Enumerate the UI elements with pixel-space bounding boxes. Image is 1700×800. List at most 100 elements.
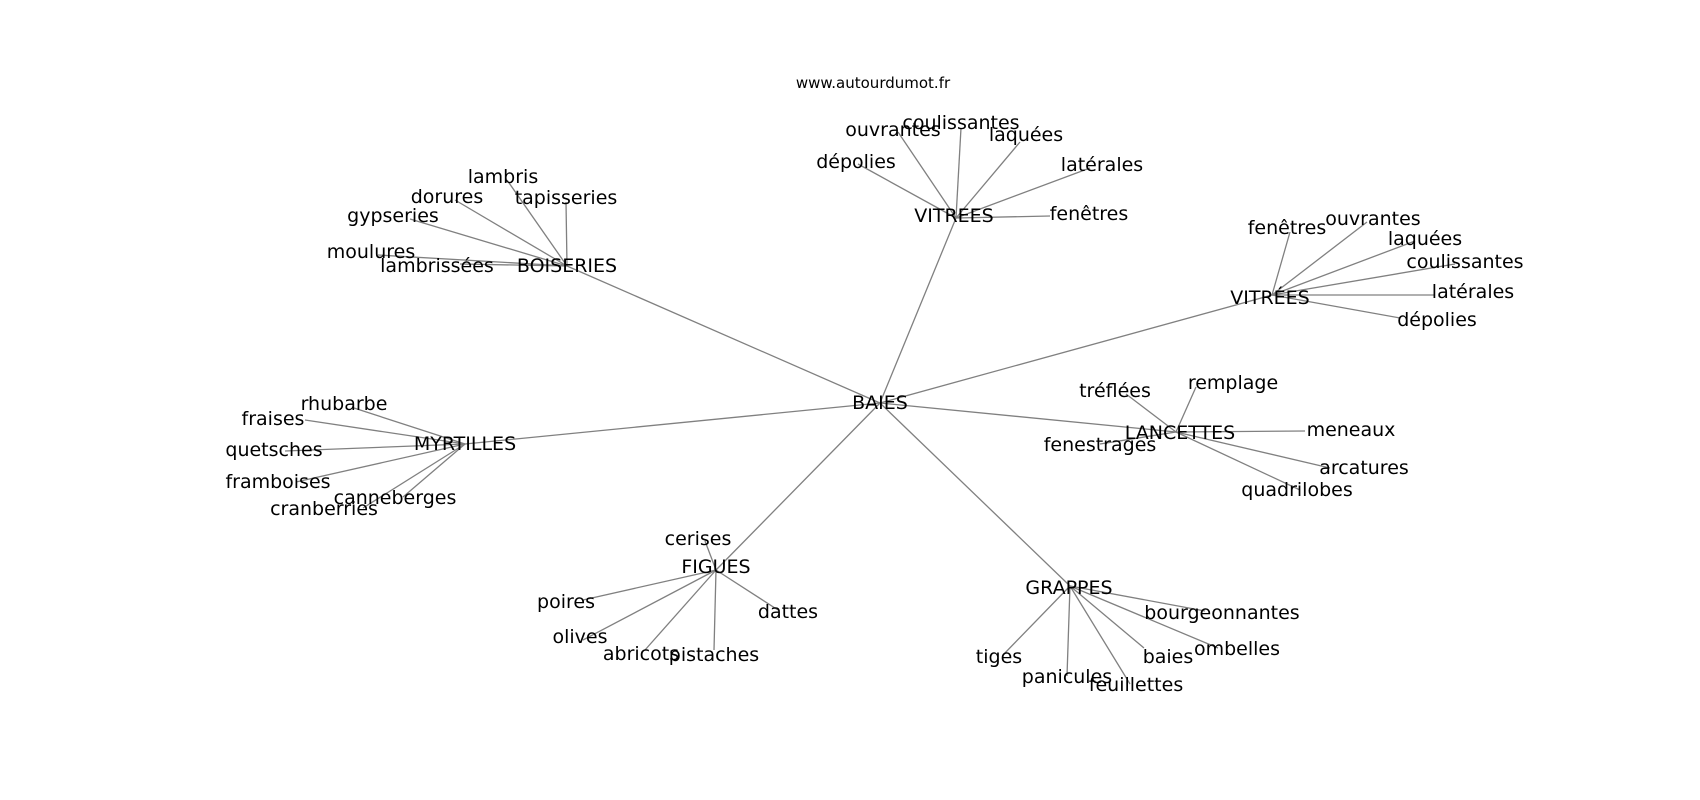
edge-vitrees-2-word: [1271, 221, 1368, 296]
graph-edges: [284, 127, 1456, 685]
edge-vitrees-2-word: [1271, 263, 1456, 296]
word-node-lancettes: tréflées: [1079, 380, 1151, 402]
word-node-myrtilles: canneberges: [334, 487, 457, 509]
word-node-vitrees-1: laquées: [989, 124, 1063, 146]
hub-node-figues: FIGUES: [681, 556, 750, 578]
edge-lancettes-word: [1125, 393, 1177, 433]
edge-vitrees-1-word: [955, 127, 962, 219]
edge-vitrees-2-word: [1271, 231, 1291, 296]
edge-figues-word: [704, 540, 717, 571]
word-node-vitrees-1: ouvrantes: [845, 119, 940, 141]
word-node-myrtilles: framboises: [225, 471, 330, 493]
edge-center-vitrees-1: [879, 217, 957, 404]
word-node-vitrees-1: latérales: [1061, 154, 1143, 176]
edge-lancettes-word: [1099, 431, 1177, 445]
edge-boiseries-word: [506, 179, 568, 267]
word-node-boiseries: tapisseries: [515, 187, 618, 209]
word-node-vitrees-2: latérales: [1432, 281, 1514, 303]
word-node-grappes: tiges: [976, 646, 1022, 668]
edge-boiseries-word: [377, 254, 568, 267]
edge-grappes-word: [1069, 585, 1131, 685]
edge-center-myrtilles: [464, 402, 881, 445]
edge-grappes-word: [1069, 585, 1206, 612]
edge-lancettes-word: [1175, 431, 1301, 491]
edge-center-lancettes: [879, 402, 1177, 433]
edge-grappes-word: [1002, 585, 1071, 656]
edge-figues-word: [713, 569, 717, 651]
word-node-myrtilles: rhubarbe: [301, 393, 388, 415]
word-node-vitrees-2: dépolies: [1397, 309, 1477, 331]
edge-boiseries-word: [454, 199, 568, 267]
word-node-boiseries: gypseries: [347, 205, 439, 227]
edge-vitrees-1-word: [955, 215, 1051, 219]
edge-myrtilles-word: [362, 443, 466, 509]
word-node-boiseries: lambris: [468, 166, 538, 188]
word-node-vitrees-2: ouvrantes: [1325, 208, 1420, 230]
edge-vitrees-2-word: [1271, 294, 1401, 319]
edge-lancettes-word: [1175, 386, 1197, 433]
edge-center-grappes: [879, 402, 1071, 587]
word-node-figues: pistaches: [669, 644, 759, 666]
hub-node-lancettes: LANCETTES: [1125, 422, 1235, 444]
word-node-lancettes: quadrilobes: [1241, 479, 1352, 501]
edge-myrtilles-word: [295, 443, 466, 483]
edge-vitrees-1-word: [857, 163, 957, 219]
word-node-vitrees-2: fenêtres: [1248, 217, 1327, 239]
edge-figues-word: [582, 569, 717, 641]
edge-vitrees-1-word: [955, 167, 1091, 219]
hub-node-vitrees-1: VITREES: [914, 205, 993, 227]
word-node-myrtilles: cranberries: [270, 498, 378, 520]
word-node-myrtilles: quetsches: [225, 439, 322, 461]
edge-myrtilles-word: [284, 443, 466, 452]
word-node-vitrees-1: fenêtres: [1050, 203, 1129, 225]
word-node-grappes: feuillettes: [1089, 674, 1183, 696]
edge-center-boiseries: [566, 265, 881, 404]
edge-vitrees-1-word: [955, 141, 1021, 219]
edge-grappes-word: [1066, 585, 1071, 677]
edge-grappes-word: [1069, 585, 1145, 649]
word-node-grappes: ombelles: [1194, 638, 1280, 660]
word-node-vitrees-1: coulissantes: [902, 112, 1019, 134]
word-node-boiseries: lambrissées: [380, 255, 494, 277]
word-node-lancettes: arcatures: [1319, 457, 1409, 479]
edge-figues-word: [582, 569, 717, 601]
word-node-lancettes: meneaux: [1307, 419, 1396, 441]
edge-boiseries-word: [409, 218, 568, 267]
word-node-grappes: baies: [1143, 646, 1194, 668]
edge-figues-word: [715, 569, 779, 611]
edge-myrtilles-word: [304, 419, 466, 445]
hub-node-grappes: GRAPPES: [1025, 577, 1112, 599]
edge-myrtilles-word: [402, 443, 466, 498]
word-node-myrtilles: fraises: [242, 408, 305, 430]
edge-myrtilles-word: [353, 407, 466, 445]
word-node-boiseries: dorures: [411, 186, 484, 208]
hub-node-boiseries: BOISERIES: [517, 255, 617, 277]
word-node-grappes: panicules: [1022, 666, 1112, 688]
edge-center-figues: [715, 402, 881, 571]
edge-grappes-word: [1069, 585, 1219, 649]
word-node-vitrees-2: coulissantes: [1406, 251, 1523, 273]
center-node: BAIES: [852, 392, 908, 414]
watermark-text: www.autourdumot.fr: [796, 74, 951, 92]
word-node-figues: cerises: [665, 528, 732, 550]
hub-node-myrtilles: MYRTILLES: [414, 433, 516, 455]
edge-center-vitrees-2: [879, 294, 1273, 404]
word-node-figues: abricots: [603, 643, 679, 665]
word-node-figues: dattes: [758, 601, 818, 623]
word-node-vitrees-1: dépolies: [816, 151, 896, 173]
word-node-figues: poires: [537, 591, 595, 613]
word-node-grappes: bourgeonnantes: [1144, 602, 1299, 624]
word-node-figues: olives: [552, 626, 607, 648]
edge-boiseries-word: [459, 263, 568, 267]
word-node-boiseries: moulures: [327, 241, 415, 263]
word-node-vitrees-2: laquées: [1388, 228, 1462, 250]
edge-figues-word: [644, 569, 717, 651]
edge-vitrees-2-word: [1271, 240, 1416, 296]
edge-vitrees-1-word: [897, 131, 957, 219]
edge-lancettes-word: [1175, 430, 1306, 433]
word-node-lancettes: fenestrages: [1044, 434, 1157, 456]
word-node-lancettes: remplage: [1188, 372, 1278, 394]
edge-boiseries-word: [565, 201, 568, 267]
